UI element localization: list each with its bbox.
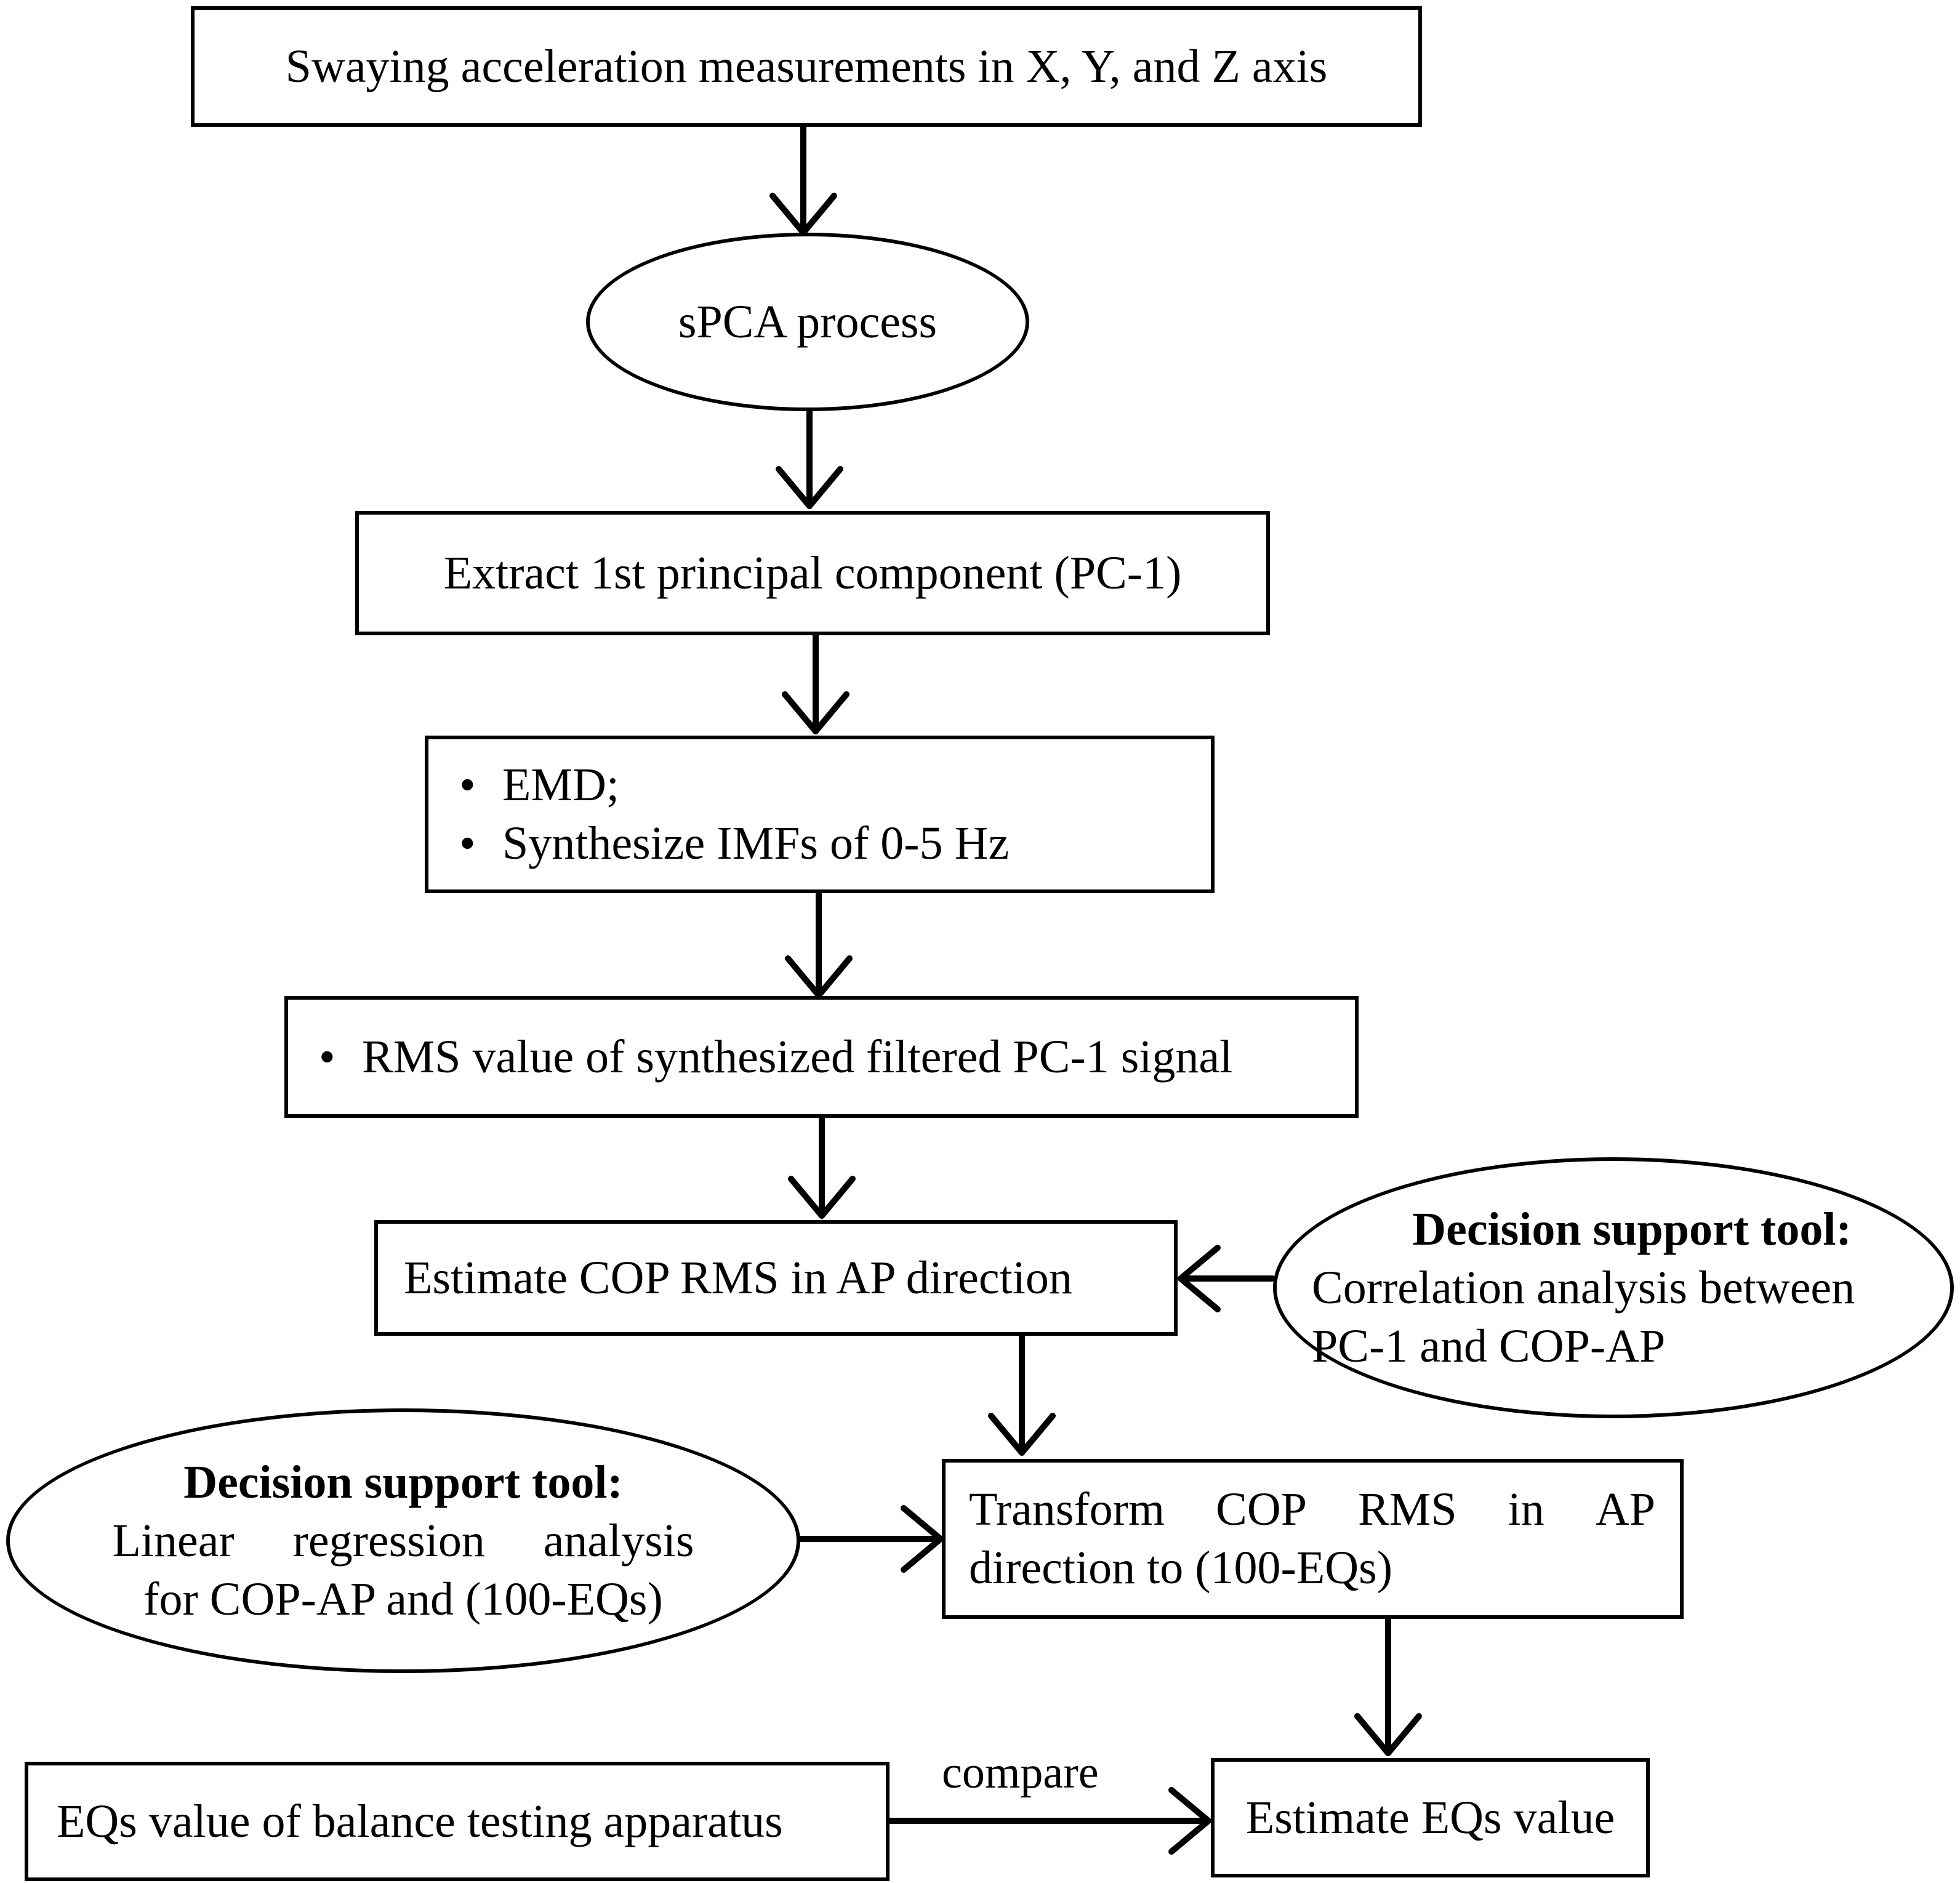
emd-bullet-list: EMD; Synthesize IMFs of 0-5 Hz	[453, 756, 1211, 873]
extract-pc1-label: Extract 1st principal component (PC-1)	[443, 547, 1182, 599]
decision-tool-title: Decision support tool:	[183, 1456, 623, 1508]
decision-tool-line: Linear regression analysis	[113, 1512, 694, 1570]
decision-tool-line: Correlation analysis between	[1312, 1261, 1855, 1314]
arrow-swaying-to-spca	[769, 123, 837, 236]
estimate-cop-label: Estimate COP RMS in AP direction	[404, 1251, 1072, 1304]
decision-tool-title: Decision support tool:	[1412, 1203, 1852, 1255]
transform-word: in	[1508, 1484, 1544, 1535]
arrow-compare	[885, 1787, 1211, 1855]
arrow-decision1-to-estimate-cop	[1178, 1245, 1275, 1312]
decision-tool-regression-text: Decision support tool: Linear regression…	[113, 1453, 694, 1629]
decision-tool-line: PC-1 and COP-AP	[1312, 1320, 1666, 1372]
transform-box: Transform COP RMS in AP direction to (10…	[942, 1459, 1684, 1619]
compare-label: compare	[942, 1748, 1099, 1798]
decision-tool-line: for COP-AP and (100-EQs)	[143, 1573, 663, 1625]
eqs-apparatus-box: EQs value of balance testing apparatus	[25, 1762, 890, 1881]
decision-tool-word: regression	[292, 1514, 485, 1567]
decision-tool-correlation-ellipse: Decision support tool: Correlation analy…	[1273, 1157, 1954, 1418]
arrow-transform-to-estimate-eqs	[1354, 1615, 1422, 1756]
arrow-rms-to-estimate-cop	[788, 1114, 856, 1219]
transform-word: AP	[1595, 1484, 1655, 1535]
transform-word: COP	[1216, 1484, 1307, 1535]
estimate-eqs-box: Estimate EQs value	[1211, 1758, 1650, 1877]
arrow-estimate-cop-to-transform	[988, 1331, 1056, 1456]
emd-bullet-item: Synthesize IMFs of 0-5 Hz	[453, 814, 1211, 873]
arrow-extract-to-emd	[782, 631, 849, 734]
rms-bullet-item: RMS value of synthesized filtered PC-1 s…	[313, 1028, 1355, 1086]
arrow-decision2-to-transform	[797, 1505, 944, 1573]
estimate-cop-box: Estimate COP RMS in AP direction	[374, 1220, 1178, 1336]
spca-process-label: sPCA process	[678, 295, 938, 348]
emd-bullet-item: EMD;	[453, 756, 1211, 814]
transform-line: direction to (100-EQs)	[969, 1542, 1393, 1594]
arrow-spca-to-extract	[776, 406, 843, 509]
transform-word: RMS	[1358, 1484, 1457, 1535]
decision-tool-word: analysis	[543, 1514, 694, 1567]
swaying-acceleration-label: Swaying acceleration measurements in X, …	[285, 40, 1328, 92]
extract-pc1-box: Extract 1st principal component (PC-1)	[355, 511, 1270, 635]
rms-bullet-list: RMS value of synthesized filtered PC-1 s…	[313, 1028, 1355, 1086]
spca-process-ellipse: sPCA process	[586, 233, 1029, 411]
transform-line: Transform COP RMS in AP	[969, 1480, 1655, 1539]
estimate-eqs-label: Estimate EQs value	[1245, 1791, 1615, 1844]
arrow-emd-to-rms	[785, 889, 853, 998]
emd-box: EMD; Synthesize IMFs of 0-5 Hz	[425, 736, 1215, 893]
swaying-acceleration-box: Swaying acceleration measurements in X, …	[191, 6, 1422, 127]
transform-word: Transform	[969, 1484, 1165, 1535]
rms-value-box: RMS value of synthesized filtered PC-1 s…	[284, 996, 1359, 1118]
decision-tool-correlation-text: Decision support tool: Correlation analy…	[1312, 1200, 1915, 1376]
eqs-apparatus-label: EQs value of balance testing apparatus	[57, 1795, 783, 1847]
decision-tool-word: Linear	[112, 1514, 235, 1567]
decision-tool-regression-ellipse: Decision support tool: Linear regression…	[6, 1408, 800, 1673]
